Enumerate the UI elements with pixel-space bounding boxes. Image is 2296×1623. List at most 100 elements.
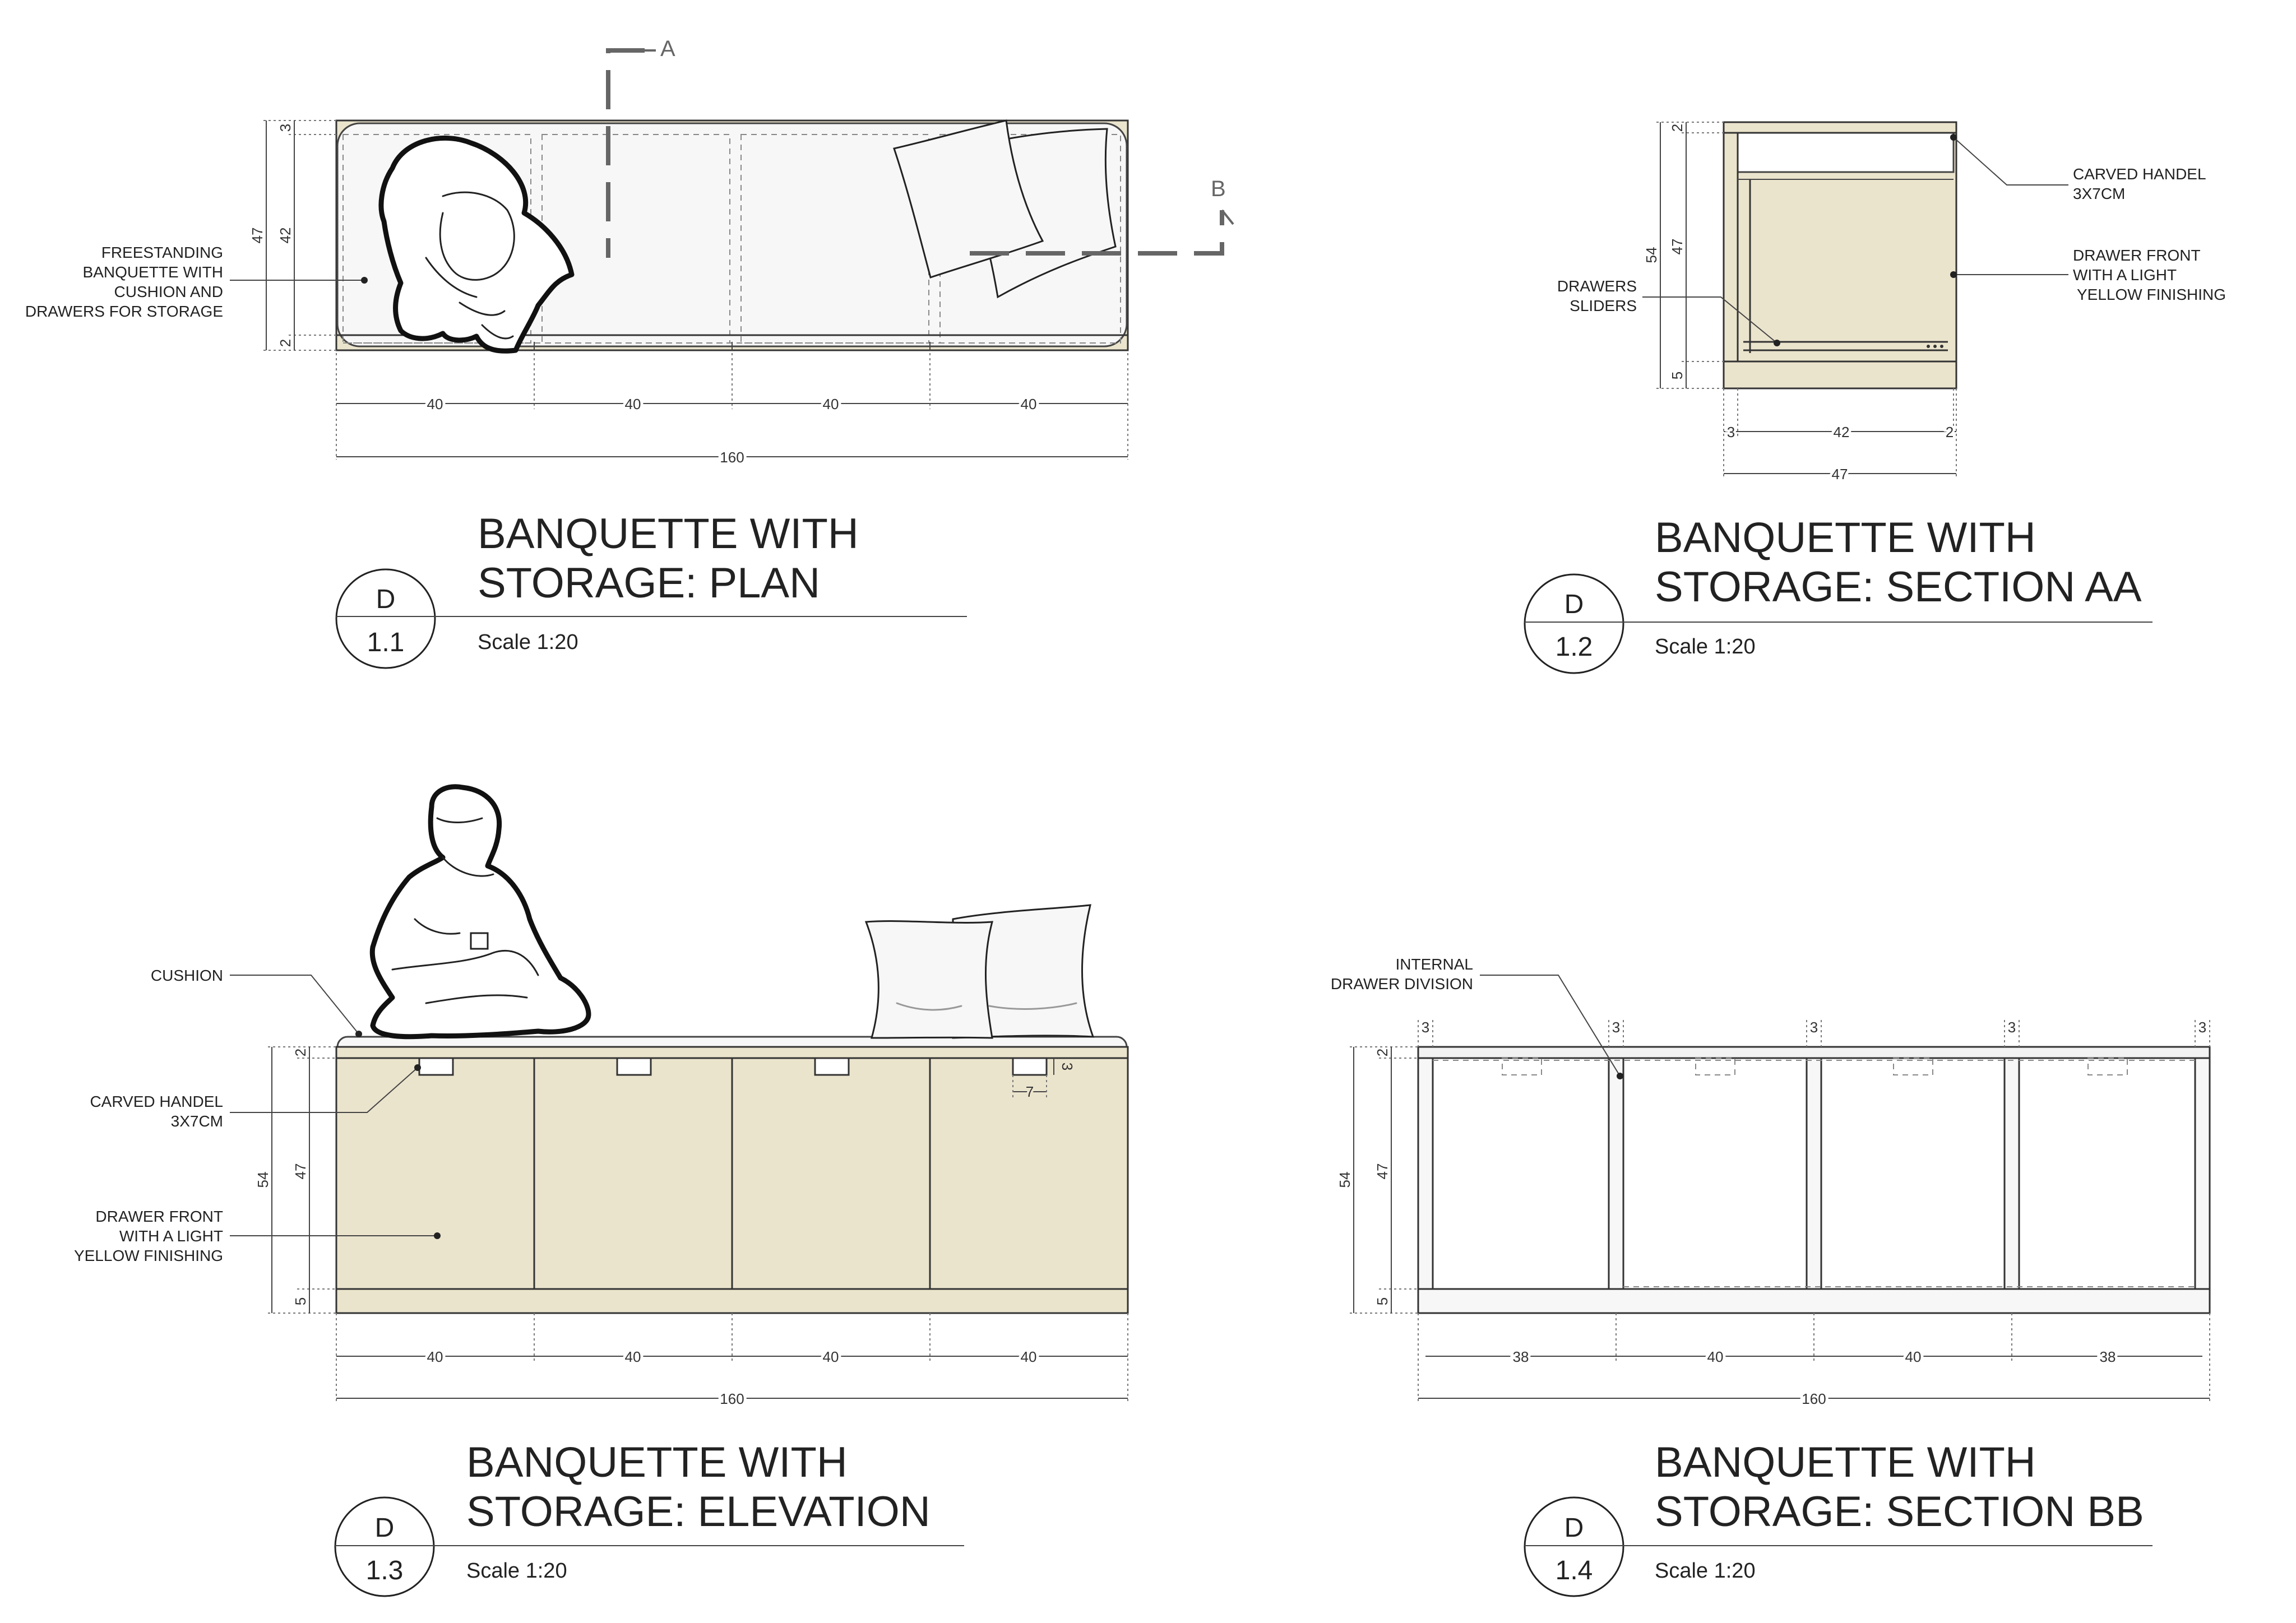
section-bb-dim-top-3: 3	[1810, 1019, 1818, 1036]
section-aa-view: CARVED HANDEL 3X7CM DRAWER FRONT WITH A …	[1524, 121, 2226, 674]
elevation-dim-drawer-4: 40	[1021, 1348, 1037, 1365]
plan-tag-circle	[335, 568, 436, 669]
elevation-dim-base: 5	[292, 1297, 309, 1305]
elevation-tag-bottom: 1.3	[366, 1556, 404, 1585]
elevation-scale: Scale 1:20	[466, 1559, 567, 1583]
elevation-title-line-1: BANQUETTE WITH	[466, 1439, 848, 1486]
elevation-tag-top: D	[375, 1513, 395, 1543]
elevation-dim-top: 2	[292, 1049, 309, 1056]
elevation-dim-drawer-1: 40	[427, 1348, 443, 1365]
elevation-dim-height: 54	[254, 1172, 271, 1188]
section-bb-tag-circle	[1524, 1496, 1624, 1597]
section-bb-title-line-2: STORAGE: SECTION BB	[1655, 1488, 2144, 1536]
elevation-dim-inner: 47	[292, 1163, 309, 1180]
elevation-dim-drawer-3: 40	[823, 1348, 839, 1365]
section-bb-dim-bay-4: 38	[2100, 1348, 2116, 1365]
plan-note-line-1: FREESTANDING	[101, 244, 223, 261]
elevation-notes: CUSHION CARVED HANDEL 3X7CM DRAWER FRONT…	[74, 967, 441, 1264]
plan-note-leader: FREESTANDING BANQUETTE WITH CUSHION AND …	[25, 244, 368, 320]
plan-title-line-1: BANQUETTE WITH	[478, 510, 859, 558]
section-aa-note-front-2: WITH A LIGHT	[2073, 266, 2177, 284]
section-bb-note-1: INTERNAL	[1396, 956, 1473, 973]
section-cut-line-a: A	[606, 36, 675, 258]
elevation-note-front-3: YELLOW FINISHING	[74, 1247, 223, 1264]
section-bb-title-line-1: BANQUETTE WITH	[1655, 1439, 2036, 1486]
handle-1	[418, 1057, 454, 1076]
plan-bottom-dimensions: 40 40 40 40 160	[336, 353, 1128, 469]
section-aa-dim-base: 5	[1669, 372, 1686, 379]
section-bb-dim-bay-1: 38	[1513, 1348, 1529, 1365]
plan-note-line-2: BANQUETTE WITH	[83, 263, 223, 281]
plan-dim-bottom: 2	[277, 339, 294, 347]
plan-tag-bottom: 1.1	[367, 628, 405, 657]
section-aa-note-front-3: YELLOW FINISHING	[2077, 286, 2226, 303]
section-aa-tag-circle	[1524, 573, 1624, 674]
plan-dim-drawer-4: 40	[1021, 396, 1037, 412]
handle-2	[616, 1057, 652, 1076]
elevation-note-front-1: DRAWER FRONT	[95, 1208, 223, 1225]
elevation-handles	[418, 1057, 1048, 1076]
elevation-tag-circle	[334, 1496, 435, 1597]
section-bb-dim-top-1: 3	[1422, 1019, 1429, 1036]
plan-tag-top: D	[376, 585, 396, 614]
section-bb-notes: INTERNAL DRAWER DIVISION	[1331, 956, 1623, 1079]
section-bb-dim-height: 54	[1336, 1172, 1353, 1188]
section-aa-dim-top: 2	[1669, 124, 1686, 132]
section-bb-note-2: DRAWER DIVISION	[1331, 975, 1473, 993]
elevation-bottom-dimensions: 40 40 40 40 160	[336, 1313, 1128, 1410]
section-aa-cushion	[1737, 132, 1955, 173]
elevation-note-handle-1: CARVED HANDEL	[90, 1093, 223, 1110]
section-aa-title-line-2: STORAGE: SECTION AA	[1655, 563, 2142, 611]
section-bb-top-dimensions: 3 3 3 3 3	[1418, 1019, 2210, 1047]
section-bb-scale: Scale 1:20	[1655, 1559, 1756, 1583]
section-bb-bottom-dimensions: 38 40 40 38 160	[1418, 1313, 2210, 1410]
plan-dim-inner-height: 42	[277, 228, 294, 244]
elevation-note-handle-2: 3X7CM	[171, 1112, 223, 1130]
elevation-dim-total: 160	[720, 1390, 744, 1407]
plan-left-dimensions: 47 42 3 2	[249, 120, 336, 351]
plan-dim-outer-height: 47	[249, 228, 266, 244]
section-aa-note-front-1: DRAWER FRONT	[2073, 247, 2201, 264]
section-aa-note-handle-1: CARVED HANDEL	[2073, 165, 2206, 183]
plan-note-line-3: CUSHION AND	[114, 283, 223, 300]
section-bb-left-dimensions: 54 47 2 5	[1336, 1046, 1418, 1314]
section-bb-tag-top: D	[1564, 1513, 1584, 1543]
elevation-dim-handle-width: 7	[1026, 1083, 1034, 1100]
section-aa-scale: Scale 1:20	[1655, 635, 1756, 659]
section-aa-note-handle-2: 3X7CM	[2073, 185, 2125, 202]
elevation-note-front-2: WITH A LIGHT	[119, 1227, 223, 1245]
plan-scale: Scale 1:20	[478, 630, 578, 654]
section-aa-note-sliders-2: SLIDERS	[1570, 297, 1637, 314]
plan-title-line-2: STORAGE: PLAN	[478, 559, 820, 607]
section-aa-notes: CARVED HANDEL 3X7CM DRAWER FRONT WITH A …	[1557, 134, 2226, 346]
section-aa-bottom-dimensions: 3 42 2 47	[1723, 388, 1957, 485]
section-aa-dim-mid: 42	[1834, 424, 1850, 440]
section-bb-hidden-handles	[1502, 1058, 2128, 1075]
elevation-handle-dimensions: 7 3	[1012, 1058, 1076, 1102]
section-aa-left-dimensions: 54 47 2 5	[1643, 122, 1724, 389]
plan-dim-drawer-1: 40	[427, 396, 443, 412]
section-bb-dim-inner: 47	[1374, 1163, 1391, 1180]
section-aa-dim-left: 3	[1727, 424, 1735, 440]
section-bb-dim-top-5: 3	[2198, 1019, 2206, 1036]
section-aa-tag-top: D	[1564, 590, 1584, 619]
elevation-title-line-2: STORAGE: ELEVATION	[466, 1488, 931, 1536]
section-aa-tag-bottom: 1.2	[1556, 632, 1593, 662]
section-bb-dim-bay-2: 40	[1707, 1348, 1724, 1365]
elevation-pillows	[864, 904, 1095, 1039]
section-bb-view: INTERNAL DRAWER DIVISION 3 3 3 3 3	[1331, 956, 2211, 1597]
elevation-note-cushion: CUSHION	[151, 967, 223, 984]
section-bb-partitions	[1417, 1057, 2211, 1290]
elevation-dim-handle-height: 3	[1059, 1063, 1076, 1070]
section-bb-dim-total: 160	[1802, 1390, 1826, 1407]
section-aa-note-sliders-1: DRAWERS	[1557, 277, 1637, 295]
plan-view: A B FREESTANDING BANQUETTE WITH CUSHION …	[25, 36, 1234, 669]
plan-person-figure	[378, 135, 575, 354]
section-bb-tag-bottom: 1.4	[1556, 1556, 1593, 1585]
section-bb-dim-top-4: 3	[2008, 1019, 2016, 1036]
section-bb-dim-top-2: 3	[1612, 1019, 1620, 1036]
section-aa-dim-width: 47	[1832, 466, 1848, 483]
section-bb-title-block: D 1.4 BANQUETTE WITH STORAGE: SECTION BB…	[1524, 1439, 2152, 1597]
section-aa-dim-height: 54	[1643, 247, 1660, 263]
